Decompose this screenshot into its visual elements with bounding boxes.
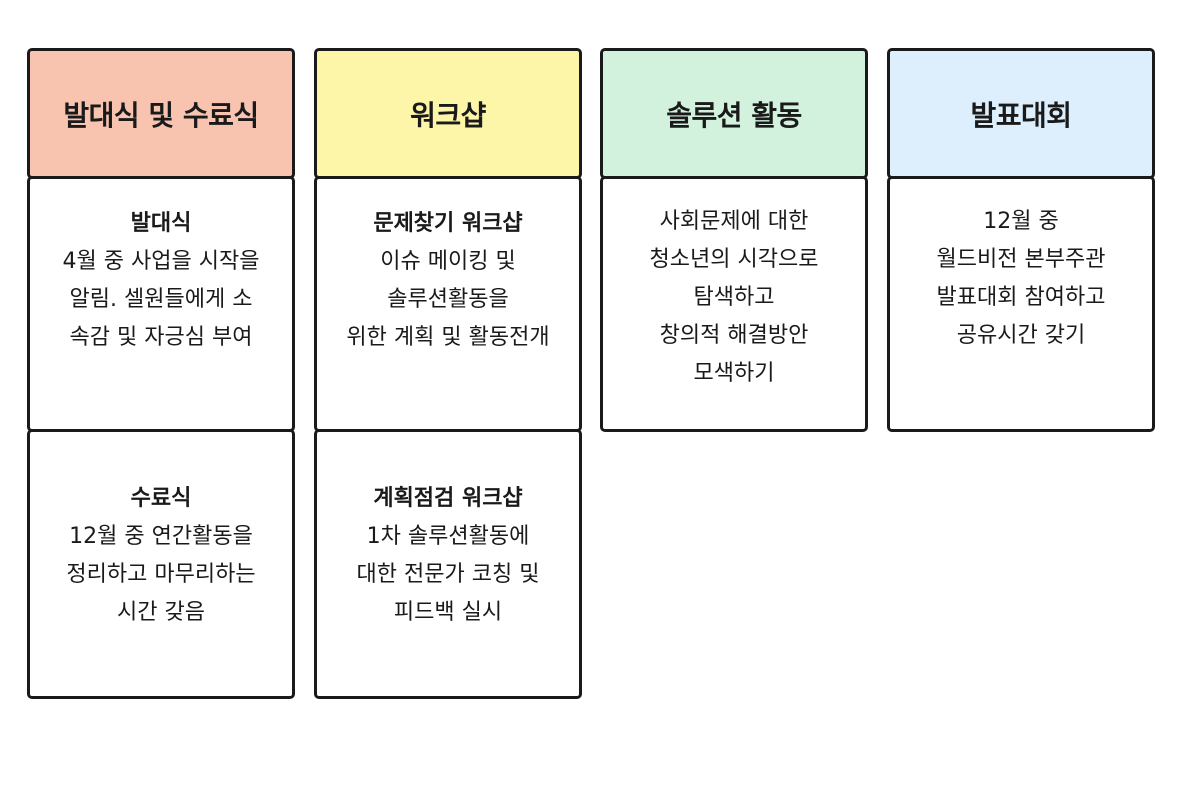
card-line: 12월 중 bbox=[983, 209, 1059, 234]
card-review-workshop: 계획점검 워크샵 1차 솔루션활동에 대한 전문가 코칭 및 피드백 실시 bbox=[314, 429, 582, 699]
column-header-workshop: 워크샵 bbox=[314, 48, 582, 179]
card-line: 1차 솔루션활동에 bbox=[366, 524, 530, 549]
card-title: 수료식 bbox=[130, 486, 192, 511]
card-solution-activity: 사회문제에 대한 청소년의 시각으로 탐색하고 창의적 해결방안 모색하기 bbox=[600, 176, 868, 432]
card-line: 이슈 메이킹 및 bbox=[380, 249, 516, 274]
card-line: 피드백 실시 bbox=[393, 600, 503, 625]
column-header-presentation: 발표대회 bbox=[887, 48, 1155, 179]
card-title: 발대식 bbox=[130, 211, 192, 236]
card-line: 속감 및 자긍심 부여 bbox=[69, 325, 253, 350]
card-line: 사회문제에 대한 bbox=[659, 209, 809, 234]
column-solution: 솔루션 활동 사회문제에 대한 청소년의 시각으로 탐색하고 창의적 해결방안 … bbox=[600, 48, 868, 432]
card-line: 알림. 셀원들에게 소 bbox=[69, 287, 253, 312]
card-graduation: 수료식 12월 중 연간활동을 정리하고 마무리하는 시간 갖음 bbox=[27, 429, 295, 699]
card-line: 위한 계획 및 활동전개 bbox=[346, 325, 550, 350]
column-header-ceremony: 발대식 및 수료식 bbox=[27, 48, 295, 179]
card-line: 솔루션활동을 bbox=[387, 287, 509, 312]
column-workshop: 워크샵 문제찾기 워크샵 이슈 메이킹 및 솔루션활동을 위한 계획 및 활동전… bbox=[314, 48, 582, 699]
card-line: 4월 중 사업을 시작을 bbox=[62, 249, 260, 274]
card-line: 창의적 해결방안 bbox=[659, 323, 809, 348]
card-presentation: 12월 중 월드비전 본부주관 발표대회 참여하고 공유시간 갖기 bbox=[887, 176, 1155, 432]
card-line: 청소년의 시각으로 bbox=[649, 247, 819, 272]
card-line: 발표대회 참여하고 bbox=[936, 285, 1106, 310]
card-line: 12월 중 연간활동을 bbox=[69, 524, 253, 549]
card-launch-ceremony: 발대식 4월 중 사업을 시작을 알림. 셀원들에게 소 속감 및 자긍심 부여 bbox=[27, 176, 295, 432]
column-header-solution: 솔루션 활동 bbox=[600, 48, 868, 179]
card-title: 계획점검 워크샵 bbox=[373, 486, 523, 511]
card-line: 정리하고 마무리하는 bbox=[66, 562, 256, 587]
card-line: 대한 전문가 코칭 및 bbox=[356, 562, 540, 587]
card-problem-workshop: 문제찾기 워크샵 이슈 메이킹 및 솔루션활동을 위한 계획 및 활동전개 bbox=[314, 176, 582, 432]
card-line: 공유시간 갖기 bbox=[956, 323, 1086, 348]
card-title: 문제찾기 워크샵 bbox=[373, 211, 523, 236]
card-line: 월드비전 본부주관 bbox=[936, 247, 1106, 272]
column-presentation: 발표대회 12월 중 월드비전 본부주관 발표대회 참여하고 공유시간 갖기 bbox=[887, 48, 1155, 432]
card-line: 시간 갖음 bbox=[117, 600, 205, 625]
card-line: 탐색하고 bbox=[693, 285, 775, 310]
card-line: 모색하기 bbox=[693, 361, 775, 386]
column-ceremony: 발대식 및 수료식 발대식 4월 중 사업을 시작을 알림. 셀원들에게 소 속… bbox=[27, 48, 295, 699]
